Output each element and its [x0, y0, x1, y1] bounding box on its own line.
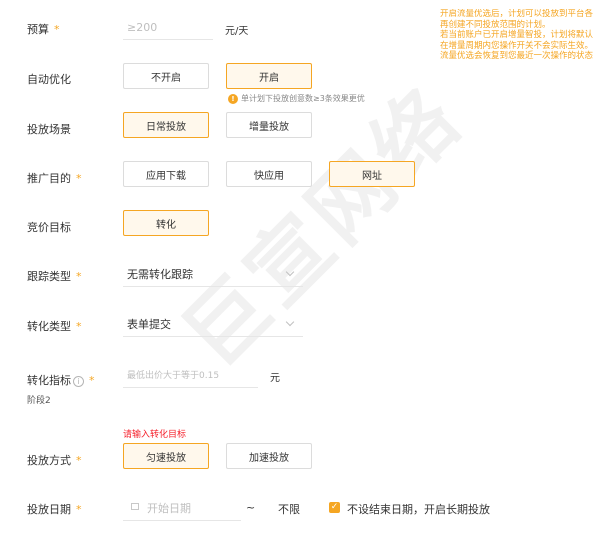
required-star: *	[54, 23, 60, 36]
tracking-select[interactable]: 无需转化跟踪	[123, 261, 303, 287]
notice-line: 开启流量优选后，计划可以投放到平台各	[440, 9, 594, 19]
info-icon[interactable]: i	[73, 375, 84, 387]
delivery-mode-label: 投放方式*	[27, 454, 82, 467]
delivery-accelerated-button[interactable]: 加速投放	[226, 443, 312, 469]
end-date-value: 不限	[278, 503, 300, 516]
conversion-stage: 阶段2	[27, 396, 51, 406]
tracking-label: 跟踪类型*	[27, 270, 82, 283]
bid-target-conversion-button[interactable]: 转化	[123, 210, 209, 236]
scene-incremental-button[interactable]: 增量投放	[226, 112, 312, 138]
start-date-picker[interactable]: 开始日期	[123, 495, 241, 521]
promotion-label: 推广目的*	[27, 172, 82, 185]
conversion-type-select[interactable]: 表单提交	[123, 311, 303, 337]
check-icon: ✓	[330, 502, 339, 512]
bid-target-label: 竞价目标	[27, 221, 71, 234]
budget-label: 预算*	[27, 23, 60, 36]
calendar-icon	[131, 503, 139, 510]
delivery-date-label: 投放日期*	[27, 503, 82, 516]
long-term-label[interactable]: 不设结束日期，开启长期投放	[347, 503, 490, 516]
conversion-error-text: 请输入转化目标	[123, 430, 187, 440]
required-star: *	[76, 270, 82, 283]
auto-optimize-off-button[interactable]: 不开启	[123, 63, 209, 89]
auto-optimize-label: 自动优化	[27, 73, 71, 86]
required-star: *	[89, 374, 95, 387]
delivery-uniform-button[interactable]: 匀速投放	[123, 443, 209, 469]
promotion-app-download-button[interactable]: 应用下载	[123, 161, 209, 187]
notice-line: 在增量周期内您操作开关不会实际生效。	[440, 40, 594, 51]
date-separator: ~	[246, 501, 256, 514]
budget-unit: 元/天	[225, 26, 249, 37]
warning-icon: !	[228, 93, 238, 104]
scene-label: 投放场景	[27, 123, 71, 136]
promotion-url-button[interactable]: 网址	[329, 161, 415, 187]
required-star: *	[76, 503, 82, 516]
traffic-notice: 开启流量优选后，计划可以投放到平台各 再创建不同投放范围的计划。 若当前账户已开…	[440, 9, 609, 62]
required-star: *	[76, 454, 82, 467]
notice-line: 流量优选会恢复到您最近一次操作的状态	[440, 51, 594, 61]
conversion-bid-unit: 元	[270, 373, 280, 384]
notice-line: 再创建不同投放范围的计划。	[440, 19, 551, 30]
budget-input[interactable]	[123, 16, 213, 40]
chevron-down-icon	[285, 267, 295, 277]
auto-optimize-on-button[interactable]: 开启	[226, 63, 312, 89]
required-star: *	[76, 320, 82, 333]
long-term-checkbox[interactable]: ✓	[329, 502, 340, 513]
required-star: *	[76, 172, 82, 185]
promotion-quick-app-button[interactable]: 快应用	[226, 161, 312, 187]
scene-daily-button[interactable]: 日常投放	[123, 112, 209, 138]
notice-line: 若当前账户已开启增量智投，计划将默认	[440, 30, 594, 40]
conversion-bid-input[interactable]	[123, 364, 258, 388]
auto-optimize-hint: !单计划下投放创意数≥3条效果更优	[228, 93, 365, 104]
conversion-type-label: 转化类型*	[27, 320, 82, 333]
chevron-down-icon	[285, 317, 295, 327]
